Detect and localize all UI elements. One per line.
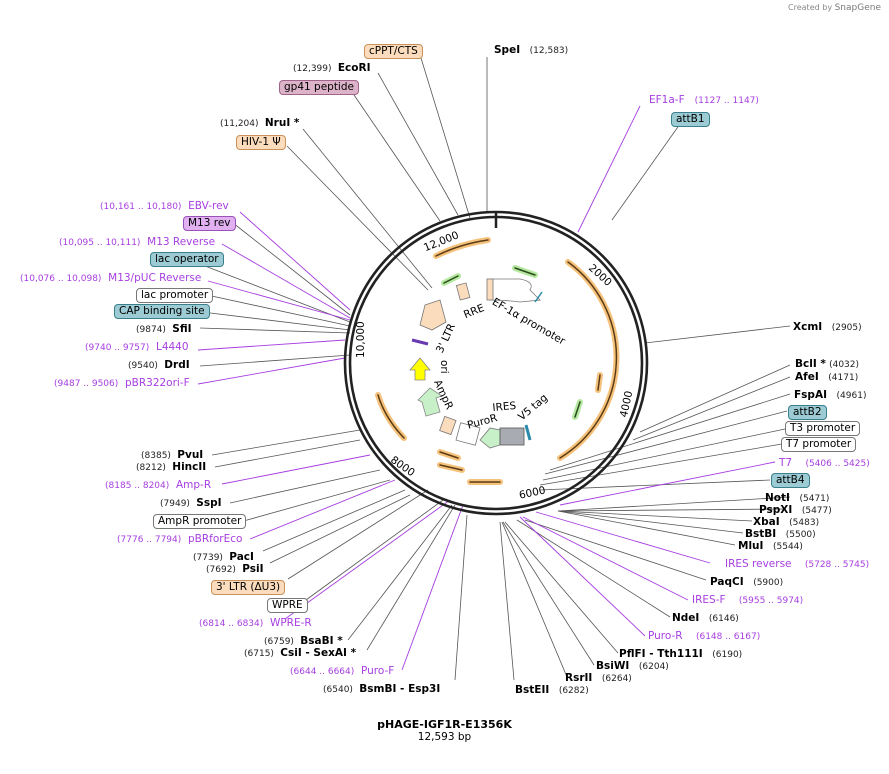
orf-arrows	[375, 237, 620, 485]
site-csii-sexai[interactable]: (6715) CsiI - SexAI *	[244, 647, 357, 659]
site-ndei[interactable]: NdeI (6146)	[672, 612, 739, 624]
leader-lines	[199, 57, 791, 681]
feature-t3-promoter[interactable]: T3 promoter	[785, 421, 861, 436]
plasmid-size: 12,593 bp	[417, 731, 472, 743]
feature-attb1[interactable]: attB1	[671, 112, 710, 127]
site-nrui[interactable]: (11,204) NruI *	[220, 117, 300, 129]
site-bsteii[interactable]: BstEII (6282)	[515, 684, 589, 696]
primer-m13-reverse[interactable]: (10,095 .. 10,111) M13 Reverse	[59, 236, 216, 248]
primer-puro-r[interactable]: Puro-R (6148 .. 6167)	[648, 630, 761, 642]
primer-l4440[interactable]: (9740 .. 9757) L4440	[85, 341, 189, 353]
feature-ampr-promoter[interactable]: AmpR promoter	[153, 514, 247, 529]
site-spei[interactable]: SpeI (12,583)	[494, 44, 569, 56]
site-bsiwi[interactable]: BsiWI (6204)	[596, 660, 669, 672]
site-sfii[interactable]: (9874) SfiI	[136, 323, 192, 335]
feature-cppt-cts[interactable]: cPPT/CTS	[364, 44, 423, 59]
feature-wpre[interactable]: WPRE	[267, 598, 308, 613]
site-afei[interactable]: AfeI (4171)	[795, 371, 859, 383]
primer-m13-puc-reverse[interactable]: (10,076 .. 10,098) M13/pUC Reverse	[20, 272, 202, 284]
site-pflfi-tth111i[interactable]: PflFI - Tth111I (6190)	[619, 648, 743, 660]
site-sspi[interactable]: (7949) SspI	[160, 497, 222, 509]
site-rsrii[interactable]: RsrII (6264)	[565, 672, 632, 684]
inner-feature-shapes	[409, 278, 543, 449]
small-green-arrows	[441, 265, 583, 420]
site-xcmi[interactable]: XcmI (2905)	[793, 321, 862, 333]
primer-wpre-r[interactable]: (6814 .. 6834) WPRE-R	[199, 617, 312, 629]
site-bsmbi-esp3i[interactable]: (6540) BsmBI - Esp3I	[323, 683, 441, 695]
site-hincii[interactable]: (8212) HincII	[136, 461, 207, 473]
feature-label-ires: IRES	[492, 399, 517, 414]
tick-label-10000: 10,000	[355, 321, 367, 358]
feature-lac-operator[interactable]: lac operator	[150, 252, 224, 267]
feature-hiv1-psi[interactable]: HIV-1 Ψ	[236, 135, 286, 150]
snapgene-logo: SnapGene	[834, 3, 881, 13]
feature-t7-promoter[interactable]: T7 promoter	[781, 437, 857, 452]
feature-attb2[interactable]: attB2	[788, 405, 827, 420]
primer-lines	[197, 105, 776, 671]
feature-label-ori: ori	[438, 360, 450, 374]
feature-3ltr-du3[interactable]: 3' LTR (ΔU3)	[211, 580, 286, 595]
feature-gp41-peptide[interactable]: gp41 peptide	[279, 80, 359, 95]
plasmid-name: pHAGE-IGF1R-E1356K	[377, 718, 512, 731]
primer-ires-reverse[interactable]: IRES reverse (5728 .. 5745)	[725, 558, 870, 570]
site-xbai[interactable]: XbaI (5483)	[753, 516, 820, 528]
primer-amp-r[interactable]: (8185 .. 8204) Amp-R	[105, 479, 212, 491]
site-noti[interactable]: NotI (5471)	[765, 492, 830, 504]
snapgene-credit: Created by SnapGene	[788, 3, 881, 13]
primer-pbr322ori-f[interactable]: (9487 .. 9506) pBR322ori-F	[54, 377, 190, 389]
site-bstbi[interactable]: BstBI (5500)	[745, 528, 816, 540]
feature-attb4[interactable]: attB4	[771, 473, 810, 488]
backbone-outer	[343, 210, 649, 516]
site-bcli[interactable]: BclI * (4032)	[795, 358, 860, 370]
site-paci[interactable]: (7739) PacI	[193, 551, 254, 563]
primer-ebv-rev[interactable]: (10,161 .. 10,180) EBV-rev	[100, 200, 229, 212]
site-fspai[interactable]: FspAI (4961)	[794, 389, 867, 401]
feature-lac-promoter[interactable]: lac promoter	[136, 288, 214, 303]
primer-t7[interactable]: T7 (5406 .. 5425)	[779, 457, 870, 469]
site-pspxi[interactable]: PspXI (5477)	[759, 504, 832, 516]
site-mlui[interactable]: MluI (5544)	[738, 540, 803, 552]
site-drdi[interactable]: (9540) DrdI	[128, 359, 190, 371]
primer-pbrforeco[interactable]: (7776 .. 7794) pBRforEco	[117, 533, 243, 545]
primer-puro-f[interactable]: (6644 .. 6664) Puro-F	[290, 665, 395, 677]
site-pvui[interactable]: (8385) PvuI	[141, 449, 204, 461]
feature-cap-binding-site[interactable]: CAP binding site	[114, 304, 210, 319]
site-ecori[interactable]: (12,399) EcoRI	[293, 62, 371, 74]
site-paqci[interactable]: PaqCI (5900)	[710, 576, 784, 588]
site-bsabi[interactable]: (6759) BsaBI *	[264, 635, 343, 647]
site-psii[interactable]: (7692) PsiI	[206, 563, 264, 575]
primer-ires-f[interactable]: IRES-F (5955 .. 5974)	[692, 594, 804, 606]
primer-ef1a-f[interactable]: EF1a-F (1127 .. 1147)	[649, 94, 759, 106]
feature-m13-rev[interactable]: M13 rev	[183, 216, 236, 231]
